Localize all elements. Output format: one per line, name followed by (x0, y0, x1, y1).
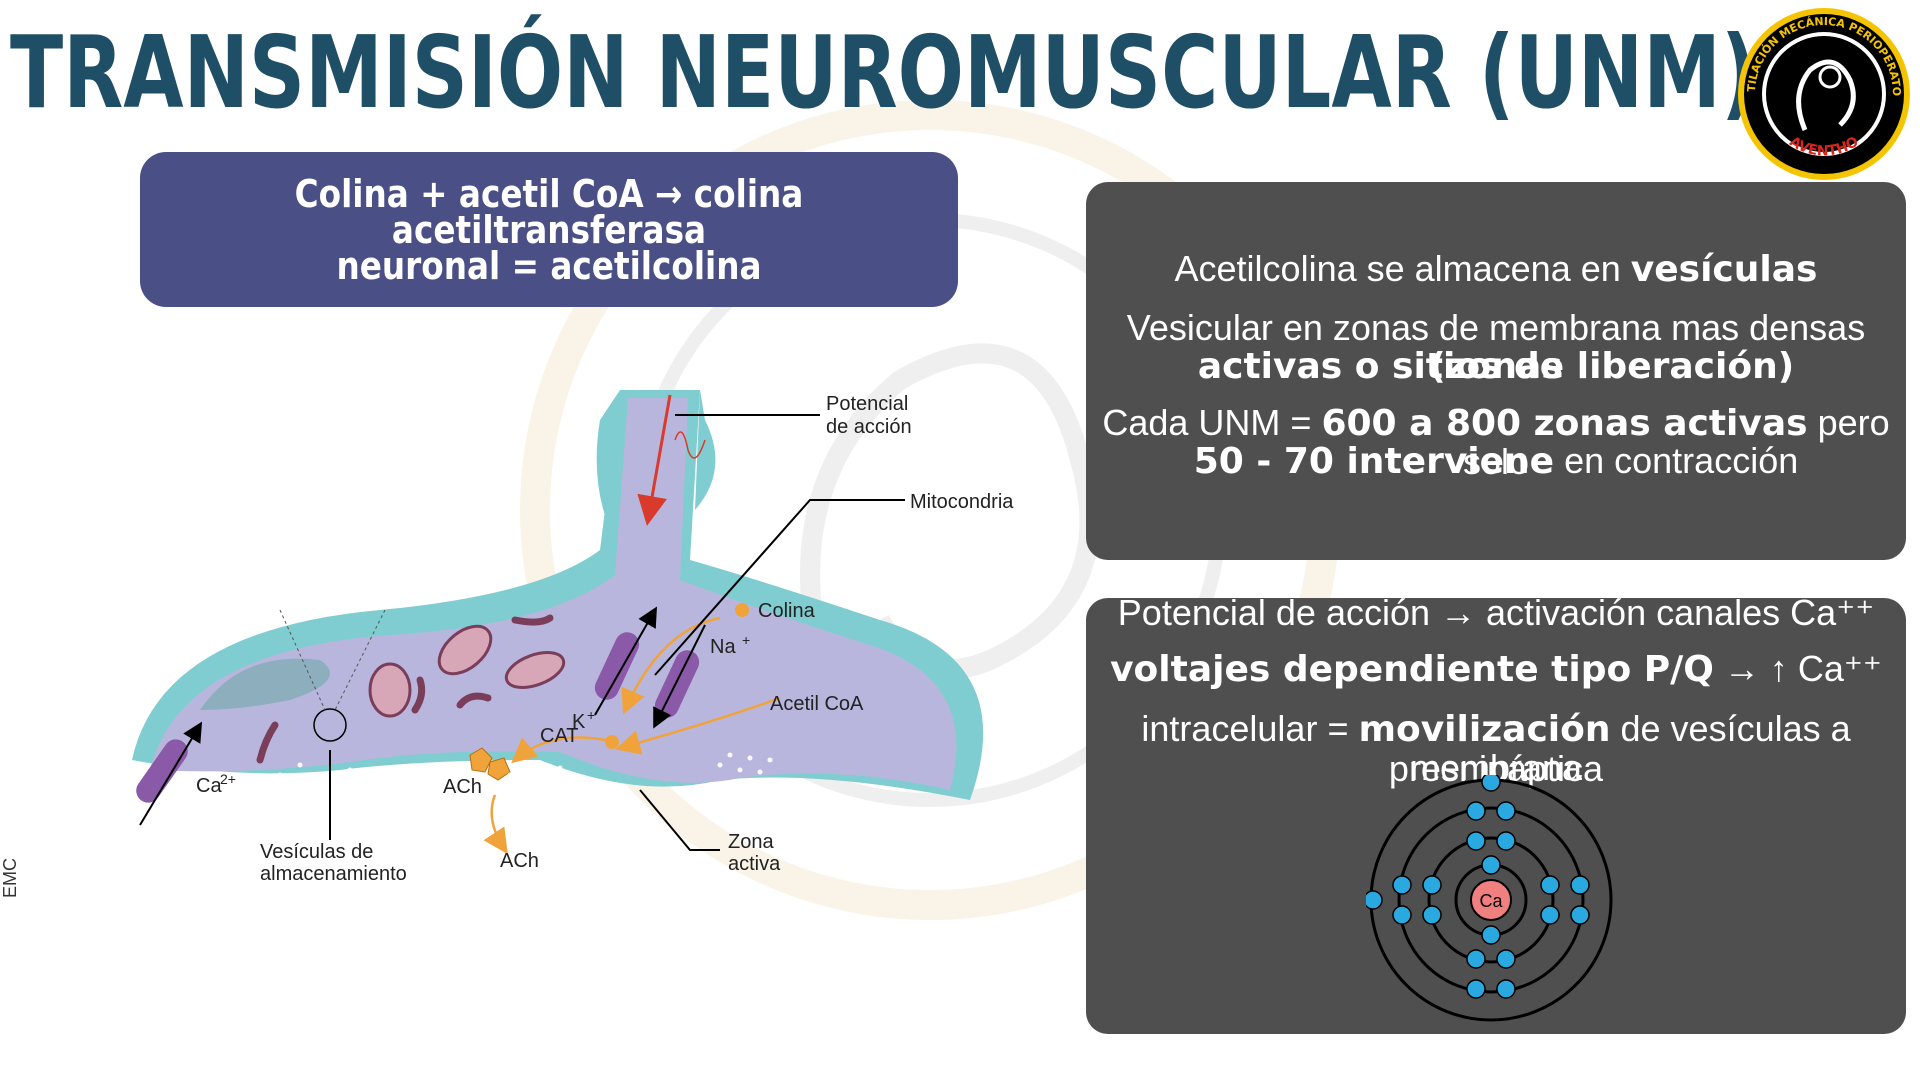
credit-emc: EMC (0, 858, 20, 898)
ach-molecule (469, 747, 493, 773)
storage-line-3: activas o sitios de liberación) (1197, 346, 1795, 387)
label-na: Na (710, 636, 736, 658)
label-potencial: Potencial (826, 393, 908, 415)
nmj-diagram: Potencial de acción Mitocondria Colina N… (132, 390, 1014, 885)
label-activa: activa (728, 853, 781, 875)
calcium-line-2: voltajes dependiente tipo P/Q → ↑ Ca⁺⁺ (1110, 648, 1882, 690)
aventho-logo: VENTILACIÓN MECÁNICA PERIOPERATORIA AVEN… (1735, 5, 1910, 180)
mitochondrion (504, 651, 566, 689)
label-colina: Colina (758, 600, 816, 622)
storage-box: Acetilcolina se almacena en vesículas Ve… (1086, 182, 1906, 560)
cytoplasm (150, 398, 957, 790)
axon-sheath (596, 390, 716, 530)
label-k: K (572, 711, 586, 733)
calcium-box: Potencial de acción → activación canales… (1086, 594, 1906, 1034)
calcium-atom-icon: Ca (1366, 775, 1613, 1022)
action-potential-arrow (637, 394, 672, 526)
label-mitocondria: Mitocondria (910, 491, 1014, 513)
label-vesiculas-2: almacenamiento (260, 863, 407, 885)
mitochondrion (437, 624, 493, 676)
choline-dot (605, 735, 619, 749)
synthesis-box: Colina + acetil CoA → colina acetiltrans… (140, 152, 958, 307)
storage-line-5: 50 - 70 interviene en contracción (1193, 440, 1799, 482)
label-ach-top: ACh (443, 776, 482, 798)
page-title: TRANSMISIÓN NEUROMUSCULAR (UNM) (10, 14, 1757, 131)
storage-line-1: Acetilcolina se almacena en vesículas (1174, 248, 1818, 290)
calcium-line-1: Potencial de acción → activación canales… (1117, 592, 1875, 633)
label-vesiculas-1: Vesículas de (260, 841, 373, 863)
label-ach-bottom: ACh (500, 850, 539, 872)
ion-channels (136, 632, 700, 803)
svg-text:+: + (742, 632, 750, 648)
label-de-accion: de acción (826, 416, 912, 438)
synthesis-line-2: neuronal = acetilcolina (336, 243, 762, 288)
svg-text:+: + (587, 707, 595, 723)
atom-label: Ca (1479, 891, 1503, 911)
label-ca: Ca (196, 775, 222, 797)
calcium-line-3: intracelular = movilización de vesículas… (1141, 708, 1851, 788)
label-acetil-coa: Acetil CoA (770, 693, 864, 715)
label-zona: Zona (728, 831, 774, 853)
label-cat: CAT (540, 725, 579, 747)
choline-dot (735, 603, 749, 617)
label-ca-charge: 2+ (220, 771, 236, 787)
synthesis-line-1: Colina + acetil CoA → colina acetiltrans… (294, 171, 804, 252)
mitochondrion (368, 662, 412, 718)
storage-line-2: Vesicular en zonas de membrana mas densa… (1126, 307, 1866, 387)
storage-line-4: Cada UNM = 600 a 800 zonas activas pero … (1102, 402, 1890, 482)
